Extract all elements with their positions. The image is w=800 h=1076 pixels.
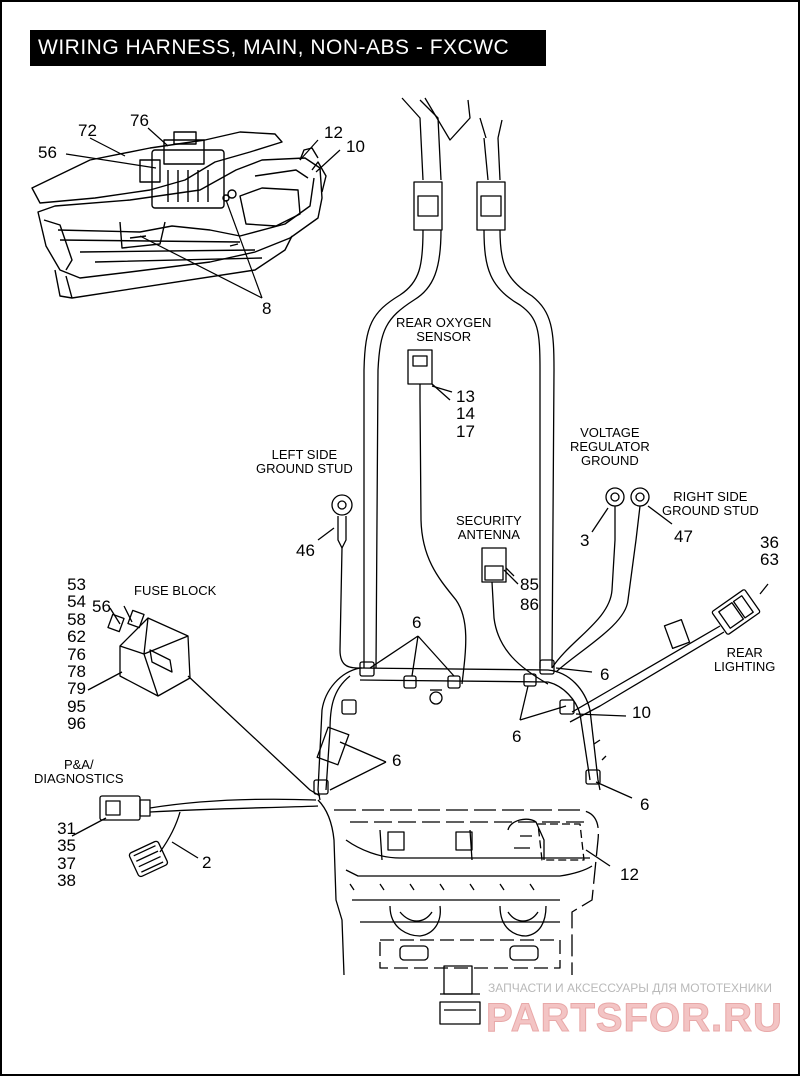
callout-35: 35 bbox=[57, 836, 76, 856]
callout-3: 3 bbox=[580, 531, 590, 550]
callout-10-top: 10 bbox=[346, 137, 365, 156]
label-rear-oxygen-sensor-line1: REAR OXYGEN bbox=[396, 315, 492, 330]
watermark-logo: PARTSFOR.RU bbox=[486, 996, 783, 1041]
callout-6-top: 6 bbox=[412, 613, 422, 632]
callout-17: 17 bbox=[456, 421, 475, 441]
label-pa-diagnostics: P&A/ DIAGNOSTICS bbox=[34, 758, 124, 786]
label-left-side-ground-stud-line2: GROUND STUD bbox=[256, 461, 353, 476]
top-left-housing-inset bbox=[31, 131, 327, 299]
label-voltage-regulator-ground: VOLTAGE REGULATOR GROUND bbox=[570, 426, 650, 468]
callout-63: 63 bbox=[760, 550, 779, 570]
label-rear-lighting-line2: LIGHTING bbox=[714, 659, 776, 674]
label-security-antenna-line2: ANTENNA bbox=[457, 527, 520, 542]
callout-56-top: 56 bbox=[38, 143, 57, 162]
inset-leader-lines bbox=[65, 127, 341, 299]
callout-10-right: 10 bbox=[632, 703, 651, 722]
frame-chassis bbox=[317, 799, 600, 1025]
label-left-side-ground-stud: LEFT SIDE GROUND STUD bbox=[256, 448, 353, 476]
callout-12-top: 12 bbox=[324, 123, 343, 142]
callout-6-right: 6 bbox=[600, 665, 610, 684]
callout-72: 72 bbox=[78, 121, 97, 140]
harness-wiring bbox=[71, 97, 769, 878]
callout-46: 46 bbox=[296, 541, 315, 560]
callout-85: 85 bbox=[520, 575, 539, 594]
callout-oxygen-parts: 13 14 17 bbox=[456, 387, 475, 441]
callout-78: 78 bbox=[67, 662, 86, 682]
label-right-side-ground-stud-line2: GROUND STUD bbox=[662, 503, 759, 518]
diagram-title-bar: WIRING HARNESS, MAIN, NON-ABS - FXCWC bbox=[30, 30, 546, 66]
callout-56-fuse: 56 bbox=[92, 597, 111, 616]
label-left-side-ground-stud-line1: LEFT SIDE bbox=[271, 447, 338, 462]
callout-8: 8 bbox=[262, 299, 272, 318]
callout-47: 47 bbox=[674, 527, 693, 546]
callout-86: 86 bbox=[520, 595, 539, 614]
callout-31: 31 bbox=[57, 819, 76, 838]
callout-diag-parts: 31 35 37 38 bbox=[50, 820, 76, 890]
watermark-tagline: ЗАПЧАСТИ И АКСЕССУАРЫ ДЛЯ МОТОТЕХНИКИ bbox=[488, 981, 772, 995]
label-right-side-ground-stud-line1: RIGHT SIDE bbox=[673, 489, 748, 504]
callout-62: 62 bbox=[67, 627, 86, 647]
label-rear-oxygen-sensor-line2: SENSOR bbox=[416, 329, 472, 344]
callout-6-left: 6 bbox=[392, 751, 402, 770]
callout-2: 2 bbox=[202, 853, 212, 872]
callout-37: 37 bbox=[57, 853, 76, 873]
callout-14: 14 bbox=[456, 404, 475, 424]
callout-54: 54 bbox=[67, 592, 86, 612]
callout-6-mid: 6 bbox=[512, 727, 522, 746]
diagram-title: WIRING HARNESS, MAIN, NON-ABS - FXCWC bbox=[38, 36, 510, 59]
label-fuse-block: FUSE BLOCK bbox=[134, 583, 217, 598]
callout-fuse-parts: 53 54 58 62 76 78 79 95 96 bbox=[62, 576, 86, 733]
label-voltage-regulator-ground-line1: VOLTAGE bbox=[580, 425, 640, 440]
label-voltage-regulator-ground-line3: GROUND bbox=[580, 453, 639, 468]
callout-6-lower-right: 6 bbox=[640, 795, 650, 814]
label-voltage-regulator-ground-line2: REGULATOR bbox=[570, 439, 650, 454]
label-right-side-ground-stud: RIGHT SIDE GROUND STUD bbox=[662, 490, 759, 518]
callout-79: 79 bbox=[67, 679, 86, 699]
callout-36-63: 36 63 bbox=[760, 534, 779, 569]
label-rear-lighting: REAR LIGHTING bbox=[714, 646, 775, 674]
callout-38: 38 bbox=[57, 871, 76, 891]
callout-76-fuse: 76 bbox=[67, 644, 86, 664]
callout-95: 95 bbox=[67, 696, 86, 716]
label-rear-oxygen-sensor: REAR OXYGEN SENSOR bbox=[396, 316, 491, 344]
label-rear-lighting-line1: REAR bbox=[726, 645, 763, 660]
callout-12-bottom: 12 bbox=[620, 865, 639, 884]
label-security-antenna-line1: SECURITY bbox=[456, 513, 522, 528]
callout-76: 76 bbox=[130, 111, 149, 130]
callout-13: 13 bbox=[456, 387, 475, 406]
callout-53: 53 bbox=[67, 575, 86, 594]
callout-36: 36 bbox=[760, 533, 779, 552]
callout-58: 58 bbox=[67, 609, 86, 629]
label-pa-diagnostics-line2: DIAGNOSTICS bbox=[34, 771, 124, 786]
label-security-antenna: SECURITY ANTENNA bbox=[456, 514, 522, 542]
label-pa-diagnostics-line1: P&A/ bbox=[63, 757, 94, 772]
callout-96: 96 bbox=[67, 714, 86, 734]
